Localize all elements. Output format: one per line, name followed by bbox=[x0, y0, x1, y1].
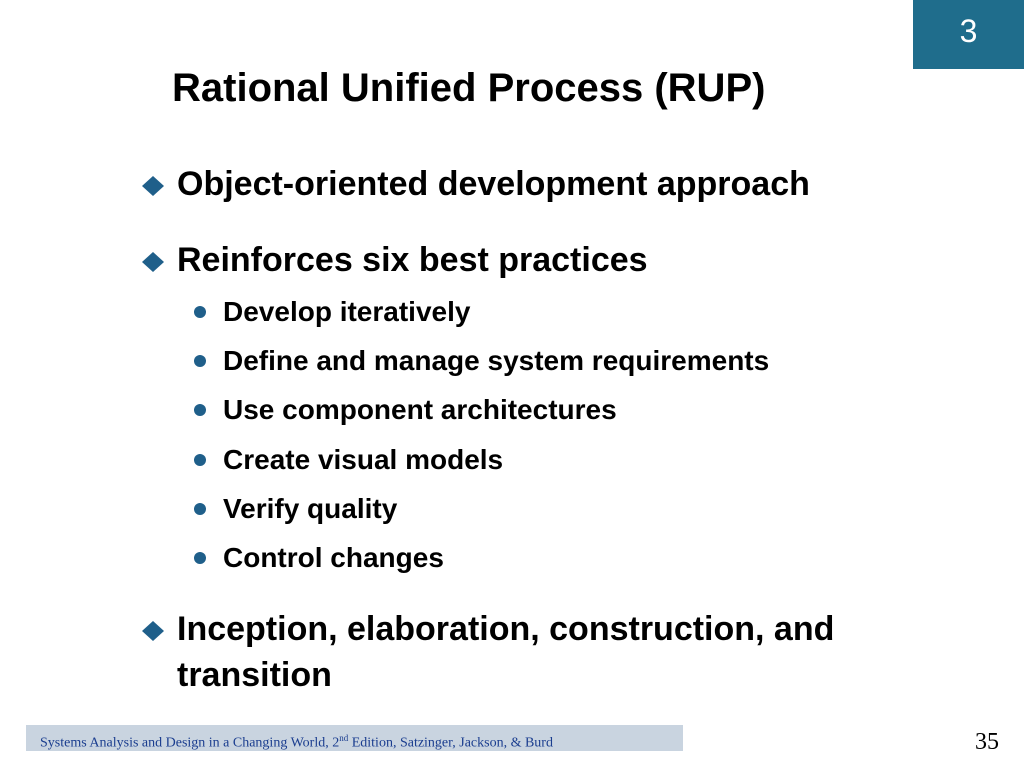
sub-bullet-item: Define and manage system requirements bbox=[192, 341, 952, 381]
diamond-bullet-icon bbox=[140, 161, 172, 207]
bullet-item: Reinforces six best practices bbox=[140, 237, 960, 283]
sub-bullet-item: Use component architectures bbox=[192, 390, 952, 430]
page-number: 35 bbox=[975, 729, 999, 755]
sub-bullet-item: Create visual models bbox=[192, 440, 952, 480]
bullet-text: Inception, elaboration, construction, an… bbox=[177, 610, 835, 694]
sub-bullet-text: Use component architectures bbox=[223, 394, 617, 425]
bullet-item: Object-oriented development approach bbox=[140, 161, 960, 207]
dot-bullet-icon bbox=[194, 306, 206, 318]
sub-bullet-item: Verify quality bbox=[192, 489, 952, 529]
sub-bullet-text: Define and manage system requirements bbox=[223, 345, 770, 376]
chapter-number-box: 3 bbox=[913, 0, 1024, 69]
footer-text-start: Systems Analysis and Design in a Changin… bbox=[40, 735, 340, 751]
sub-bullet-text: Verify quality bbox=[223, 493, 398, 524]
dot-bullet-icon bbox=[194, 355, 206, 367]
footer-citation: Systems Analysis and Design in a Changin… bbox=[40, 733, 553, 752]
footer-bar bbox=[26, 725, 683, 751]
diamond-bullet-icon bbox=[140, 237, 172, 283]
bullet-text: Reinforces six best practices bbox=[177, 241, 648, 279]
footer-text-end: Edition, Satzinger, Jackson, & Burd bbox=[348, 735, 553, 751]
dot-bullet-icon bbox=[194, 503, 206, 515]
slide-title: Rational Unified Process (RUP) bbox=[172, 66, 766, 110]
dot-bullet-icon bbox=[194, 404, 206, 416]
sub-bullet-text: Create visual models bbox=[223, 444, 504, 475]
footer-superscript: nd bbox=[339, 733, 349, 743]
diamond-bullet-icon bbox=[140, 606, 172, 652]
sub-bullet-text: Develop iteratively bbox=[223, 296, 471, 327]
sub-bullet-item: Control changes bbox=[192, 538, 952, 578]
dot-bullet-icon bbox=[194, 454, 206, 466]
bullet-text: Object-oriented development approach bbox=[177, 165, 810, 203]
bullet-item: Inception, elaboration, construction, an… bbox=[140, 606, 960, 698]
dot-bullet-icon bbox=[194, 552, 206, 564]
sub-bullet-item: Develop iteratively bbox=[192, 292, 952, 332]
sub-bullet-text: Control changes bbox=[223, 542, 444, 573]
chapter-number: 3 bbox=[959, 13, 978, 49]
